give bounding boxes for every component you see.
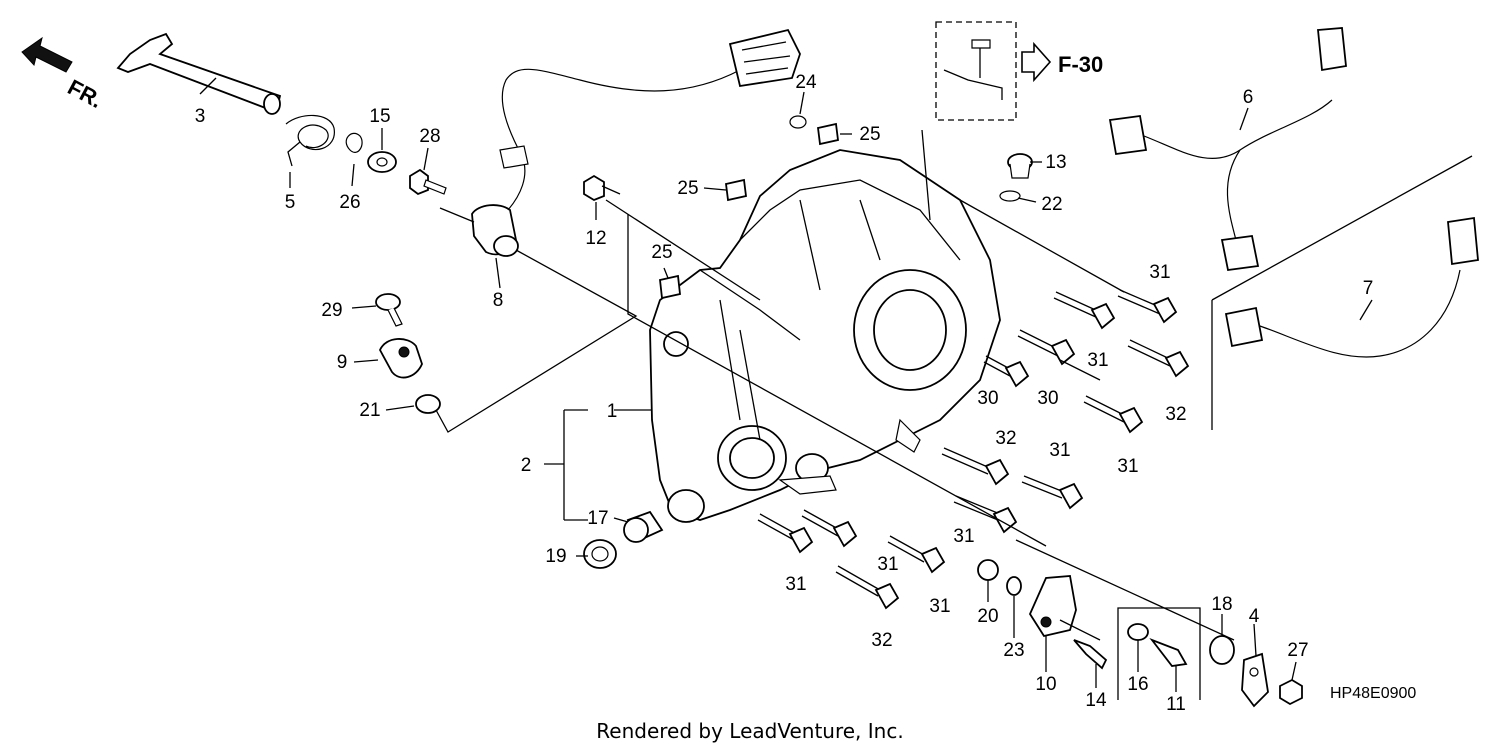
callout-12: 12: [585, 228, 606, 249]
bolt-28-part: [409, 168, 447, 196]
callout-26: 26: [339, 192, 360, 213]
circlip-part: [345, 132, 363, 153]
callout-17: 17: [587, 508, 608, 529]
washer-20-part: [977, 559, 999, 581]
bolt-11-part: [1149, 638, 1188, 667]
callout-9: 9: [337, 352, 348, 373]
group-box-16-11: [1117, 607, 1201, 700]
washer-16-part: [1127, 623, 1149, 641]
plate-4-part: [1241, 652, 1269, 708]
callout-30-a: 30: [977, 388, 998, 409]
callout-28: 28: [419, 126, 440, 147]
callout-32-b: 32: [995, 428, 1016, 449]
bolt-14-part: [1073, 639, 1108, 670]
diagram-code: HP48E0900: [1330, 685, 1416, 702]
callout-29: 29: [321, 300, 342, 321]
needle-bearing-part: [623, 510, 664, 543]
callout-8: 8: [493, 290, 504, 311]
callout-18: 18: [1211, 594, 1232, 615]
sensor-29-bolt-part: [375, 293, 403, 327]
callout-24: 24: [795, 72, 817, 93]
oil-seal-19-part: [583, 539, 617, 569]
bolt-12-part: [583, 174, 621, 202]
callout-27: 27: [1287, 640, 1308, 661]
wire-harness-6-part: [1108, 27, 1347, 272]
callout-10: 10: [1035, 674, 1056, 695]
speed-sensor-part: [379, 338, 423, 379]
footer-credit: Rendered by LeadVenture, Inc.: [596, 719, 903, 743]
seal-18-part: [1209, 635, 1235, 665]
callout-6: 6: [1243, 87, 1254, 108]
wire-harness-7-part: [1224, 216, 1479, 358]
washer-24-part: [789, 115, 807, 129]
callout-25-a: 25: [859, 124, 880, 145]
callout-31-h: 31: [929, 596, 950, 617]
callout-20: 20: [977, 606, 998, 627]
o-ring-21-part: [415, 394, 441, 414]
reference-box: [935, 21, 1052, 121]
callout-4: 4: [1249, 606, 1260, 627]
gear-position-switch-part: [439, 28, 801, 257]
callout-30-b: 30: [1037, 388, 1058, 409]
callout-14: 14: [1085, 690, 1107, 711]
callout-31-g: 31: [785, 574, 806, 595]
callout-7: 7: [1363, 278, 1374, 299]
callout-11: 11: [1166, 694, 1186, 715]
callout-2: 2: [521, 455, 532, 476]
direction-label: FR.: [64, 74, 107, 113]
bolt-27-part: [1279, 678, 1303, 706]
callout-31-e: 31: [953, 526, 974, 547]
harness-group-divider: [1211, 155, 1473, 430]
washer-22-part: [999, 190, 1021, 202]
crankcase-cover-part: [649, 149, 1001, 523]
callout-21: 21: [359, 400, 380, 421]
callout-31-a: 31: [1149, 262, 1170, 283]
plug-13-part: [1007, 153, 1033, 179]
callout-1: 1: [607, 401, 618, 422]
callout-31-d: 31: [1049, 440, 1070, 461]
leader-lines: [199, 77, 1373, 692]
callout-25-c: 25: [651, 242, 672, 263]
callout-32-c: 32: [871, 630, 892, 651]
callout-22: 22: [1041, 194, 1062, 215]
o-ring-23-part: [1006, 576, 1022, 596]
callout-31-c: 31: [1117, 456, 1138, 477]
callout-3: 3: [195, 106, 206, 127]
dowel-pin-b: [725, 178, 747, 202]
callout-16: 16: [1127, 674, 1148, 695]
return-spring-part: [285, 114, 335, 167]
callout-32-a: 32: [1165, 404, 1186, 425]
shift-spindle-part: [116, 32, 282, 115]
callout-25-b: 25: [677, 178, 698, 199]
dowel-pin-a: [817, 122, 839, 146]
callout-15: 15: [369, 106, 390, 127]
sensor-10-part: [1028, 575, 1077, 638]
callout-13: 13: [1045, 152, 1066, 173]
callout-23: 23: [1003, 640, 1024, 661]
dowel-pin-c: [659, 274, 681, 300]
callout-31-b: 31: [1087, 350, 1108, 371]
washer-part: [367, 151, 397, 173]
callout-19: 19: [545, 546, 566, 567]
callout-31-f: 31: [877, 554, 898, 575]
reference-label: F-30: [1058, 52, 1103, 77]
front-direction-arrow-icon: [21, 36, 73, 73]
callout-5: 5: [285, 192, 296, 213]
